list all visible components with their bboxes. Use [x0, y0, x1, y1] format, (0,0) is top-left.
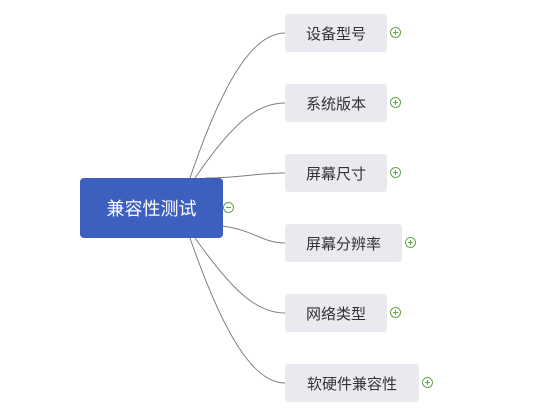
- connector-line-6: [189, 237, 286, 384]
- expand-plus-icon[interactable]: [422, 377, 433, 388]
- connector-line-5: [194, 237, 286, 314]
- connector-line-4: [221, 225, 286, 244]
- topic-label: 设备型号: [305, 24, 366, 43]
- topic-label: 软硬件兼容性: [306, 374, 397, 393]
- root-topic[interactable]: 兼容性测试: [80, 178, 223, 238]
- topic-screen-size[interactable]: 屏幕尺寸: [285, 154, 387, 192]
- collapse-minus-icon[interactable]: [223, 202, 234, 213]
- root-topic-label: 兼容性测试: [106, 199, 197, 220]
- topic-label: 屏幕尺寸: [305, 164, 366, 183]
- topic-label: 网络类型: [305, 304, 366, 323]
- connector-line-3: [204, 172, 286, 179]
- connector-line-2: [194, 102, 286, 179]
- topic-label: 屏幕分辨率: [305, 234, 381, 253]
- topic-hw-sw-compatibility[interactable]: 软硬件兼容性: [285, 364, 419, 402]
- topic-device-model[interactable]: 设备型号: [285, 14, 387, 52]
- topic-screen-resolution[interactable]: 屏幕分辨率: [285, 224, 402, 262]
- topic-network-type[interactable]: 网络类型: [285, 294, 387, 332]
- topic-system-version[interactable]: 系统版本: [285, 84, 387, 122]
- connector-line-1: [189, 32, 286, 179]
- expand-plus-icon[interactable]: [405, 237, 416, 248]
- topic-label: 系统版本: [305, 94, 366, 113]
- expand-plus-icon[interactable]: [390, 167, 401, 178]
- expand-plus-icon[interactable]: [390, 27, 401, 38]
- expand-plus-icon[interactable]: [390, 307, 401, 318]
- expand-plus-icon[interactable]: [390, 97, 401, 108]
